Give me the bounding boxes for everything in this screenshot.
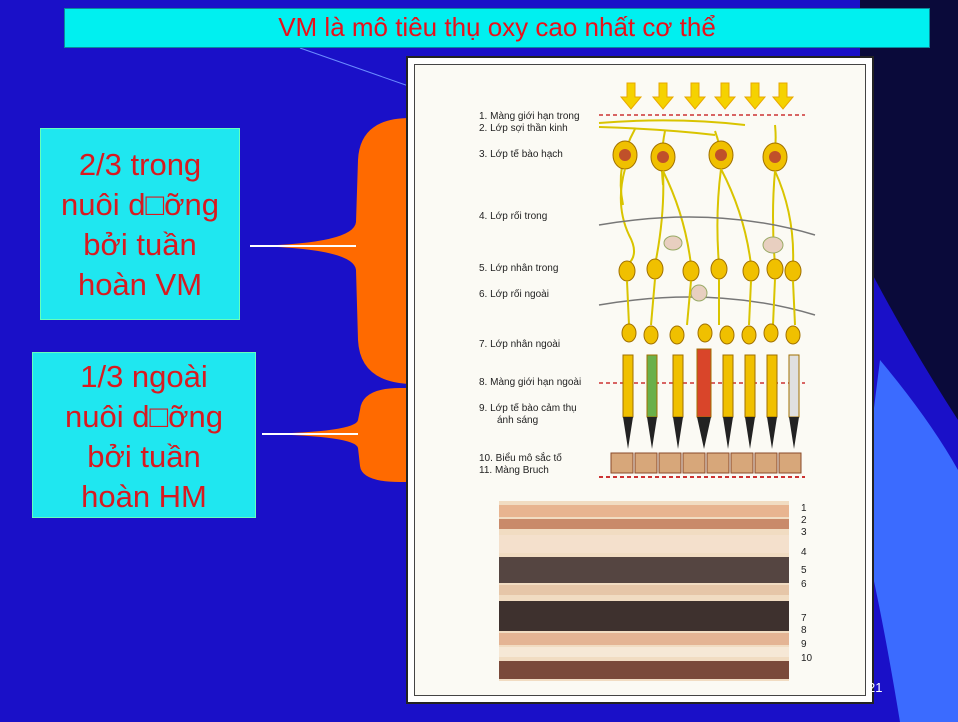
outer-one-third-callout: 1/3 ngoài nuôi d□ỡng bởi tuần hoàn HM [32,352,256,518]
callout-line: bởi tuần [41,225,239,265]
callout-line: 1/3 ngoài [33,357,255,397]
callout-line: hoàn VM [41,265,239,305]
layer-label: ánh sáng [497,415,538,427]
layer-label: 11. Màng Bruch [479,465,549,477]
layer-label: 4. Lớp rối trong [479,211,547,223]
section-number: 4 [801,547,807,559]
layer-label: 7. Lớp nhân ngoài [479,339,560,351]
section-number: 1 [801,503,807,515]
section-number: 2 [801,515,807,527]
callout-line: nuôi d□ỡng [41,185,239,225]
layer-label: 8. Màng giới hạn ngoài [479,377,581,389]
layer-label: 10. Biểu mô sắc tố [479,453,562,465]
section-number: 10 [801,653,812,665]
section-number: 5 [801,565,807,577]
callout-line: nuôi d□ỡng [33,397,255,437]
inner-two-thirds-callout: 2/3 trong nuôi d□ỡng bởi tuần hoàn VM [40,128,240,320]
layer-label: 3. Lớp tế bào hạch [479,149,563,161]
page-number: 21 [868,680,882,695]
layer-label: 6. Lớp rối ngoài [479,289,549,301]
layer-label: 9. Lớp tế bào cảm thụ [479,403,577,415]
retina-figure: 1. Màng giới hạn trong 2. Lớp sợi thần k… [414,64,866,696]
section-number: 6 [801,579,807,591]
slide-title: VM là mô tiêu thụ oxy cao nhất cơ thể [64,10,930,44]
layer-label: 5. Lớp nhân trong [479,263,558,275]
section-number: 3 [801,527,807,539]
section-number: 9 [801,639,807,651]
callout-line: 2/3 trong [41,145,239,185]
layer-label: 1. Màng giới hạn trong [479,111,580,123]
callout-line: hoàn HM [33,477,255,517]
section-number: 8 [801,625,807,637]
layer-label: 2. Lớp sợi thần kinh [479,123,568,135]
callout-line: bởi tuần [33,437,255,477]
section-number: 7 [801,613,807,625]
